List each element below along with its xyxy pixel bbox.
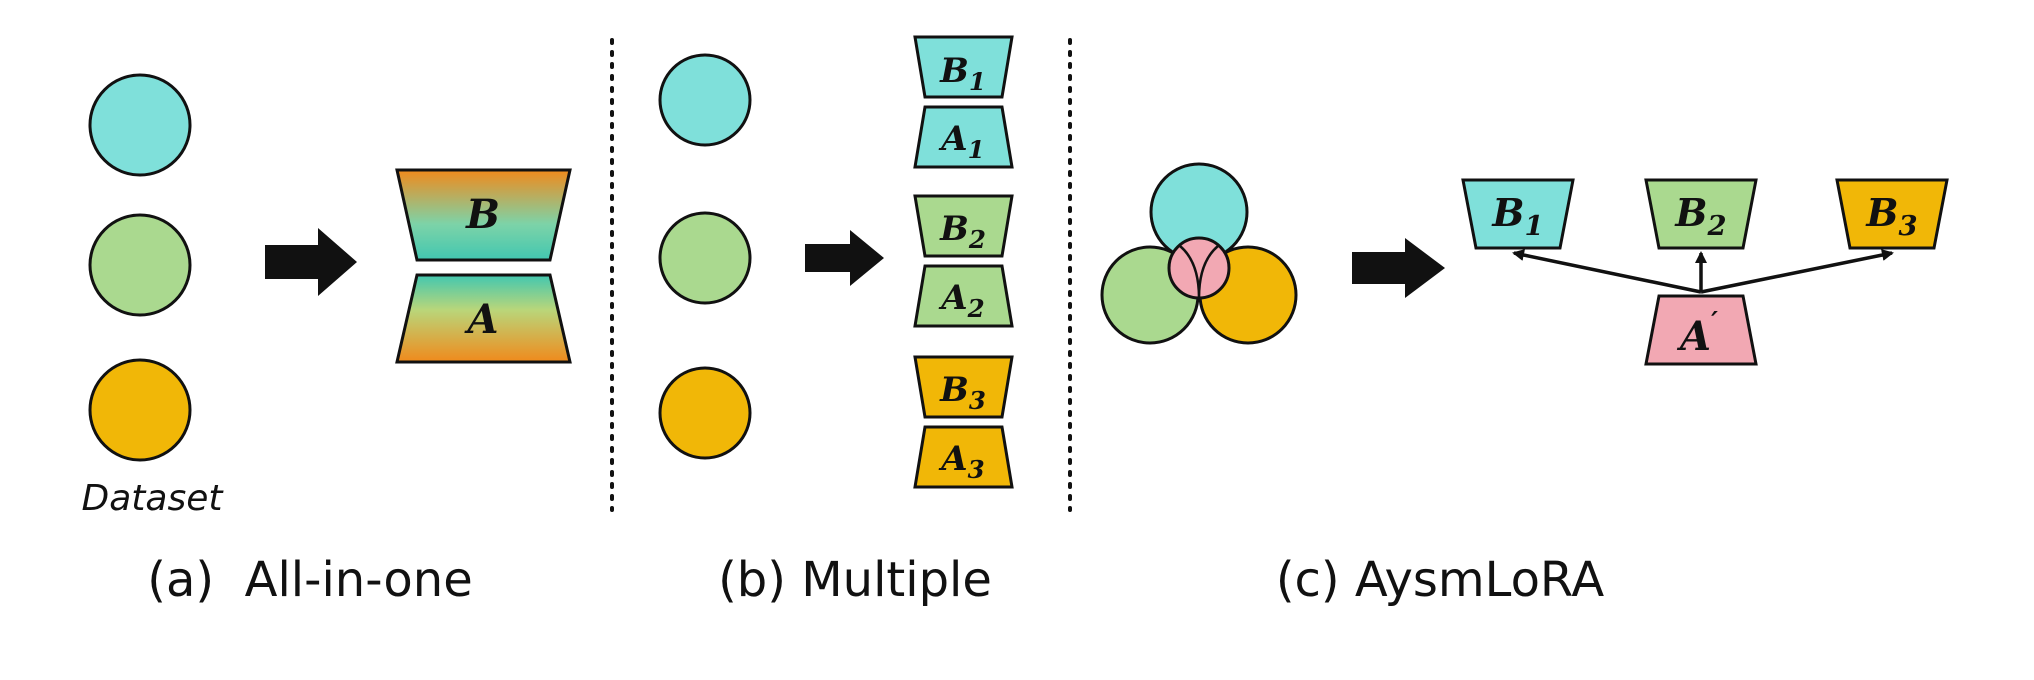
arrow-c xyxy=(1352,238,1445,298)
matrix-b1-shared-label: B1 xyxy=(1491,190,1543,242)
matrix-b3-shared-label: B3 xyxy=(1865,190,1917,242)
edge-a-to-b1 xyxy=(1512,249,1702,294)
matrix-b2-shared-label: B2 xyxy=(1674,190,1726,242)
panel-all-in-one: Dataset B A (a) All-in-one xyxy=(82,73,572,608)
matrix-b2 xyxy=(913,194,1014,258)
matrix-b2-shared xyxy=(1644,178,1758,250)
matrix-a-merged xyxy=(395,273,572,364)
matrix-a3 xyxy=(913,425,1014,489)
matrix-a1 xyxy=(913,105,1014,169)
matrix-b3-label: B3 xyxy=(939,370,986,415)
dataset-circle-orange xyxy=(88,358,192,462)
matrix-b2-label: B2 xyxy=(939,209,986,254)
dataset-label: Dataset xyxy=(82,478,225,519)
panel-asymlora: B1 B2 B3 A′ (c) AysmLoRA xyxy=(1100,162,1949,608)
caption-a: (a) All-in-one xyxy=(147,552,473,608)
caption-c: (c) AysmLoRA xyxy=(1276,552,1605,608)
matrix-a1-label: A1 xyxy=(938,119,984,164)
panel-multiple: B1 A1 B2 A2 B3 A3 (b) Multiple xyxy=(658,35,1014,608)
dataset-circle-orange xyxy=(658,366,752,460)
dataset-circle-green xyxy=(88,213,192,317)
dataset-circle-cyan xyxy=(658,53,752,147)
matrix-a2 xyxy=(913,264,1014,328)
matrix-a2-label: A2 xyxy=(938,278,984,323)
matrix-b-label: B xyxy=(465,191,500,238)
matrix-a-label: A xyxy=(463,296,498,343)
arrow-b xyxy=(805,230,884,286)
caption-b: (b) Multiple xyxy=(718,552,992,608)
dataset-circle-cyan xyxy=(88,73,192,177)
matrix-b1 xyxy=(913,35,1014,99)
matrix-b1-label: B1 xyxy=(939,51,986,96)
matrix-b-merged xyxy=(395,168,572,262)
edge-a-to-b3 xyxy=(1700,249,1894,294)
matrix-a3-label: A3 xyxy=(938,439,984,484)
dataset-circle-green xyxy=(658,211,752,305)
venn-overlap-edges xyxy=(1179,245,1219,299)
matrix-b3-shared xyxy=(1835,178,1949,250)
matrix-b1-shared xyxy=(1461,178,1575,250)
shared-matrix-a xyxy=(1644,294,1758,366)
shared-matrix-a-label: A′ xyxy=(1676,307,1718,360)
arrow-a xyxy=(265,228,357,296)
matrix-b3 xyxy=(913,355,1014,419)
